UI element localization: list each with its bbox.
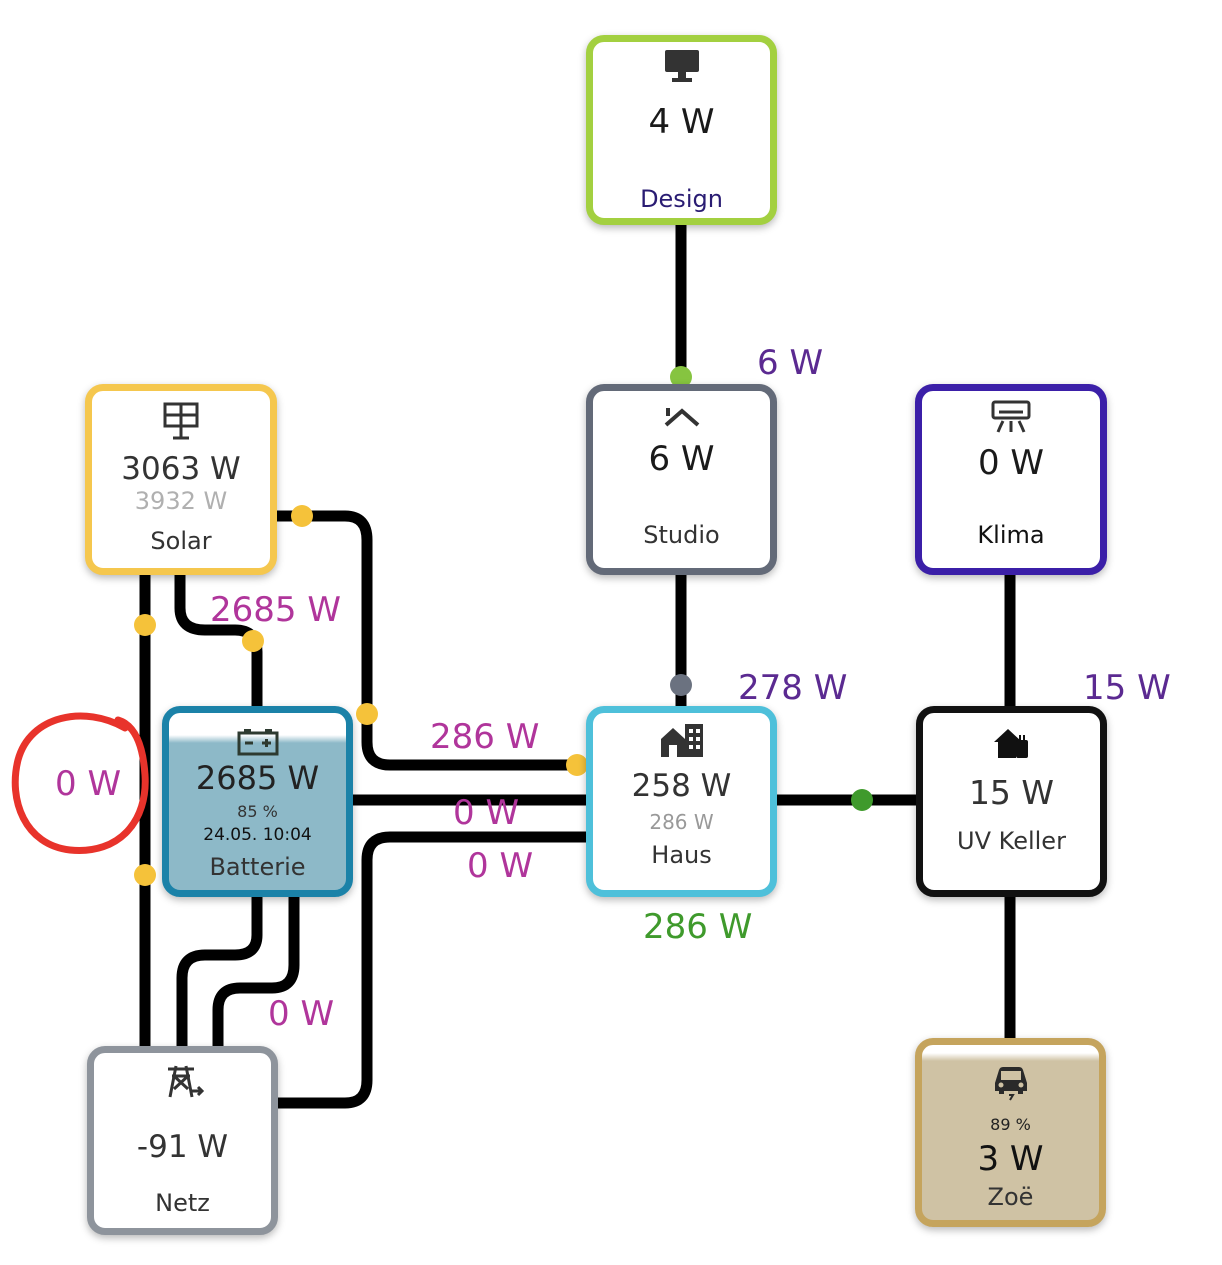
- node-solar[interactable]: 3063 W 3932 W Solar: [85, 384, 277, 575]
- haus-secondary: 286 W: [649, 810, 714, 834]
- line-solar-haus: [270, 510, 590, 771]
- house-plug-icon: [993, 729, 1028, 758]
- solar-secondary: 3932 W: [134, 487, 228, 515]
- flow-label-haus-in: 278 W: [738, 668, 848, 708]
- line-batterie-netz-2: [212, 895, 300, 1048]
- node-netz[interactable]: -91 W Netz: [87, 1046, 278, 1235]
- flow-dot-studio: [670, 674, 692, 696]
- line-netz-haus: [272, 831, 590, 1109]
- flow-dot-uvkeller: [851, 789, 873, 811]
- zoe-power: 3 W: [977, 1139, 1044, 1179]
- flow-label-solar-haus: 286 W: [430, 717, 540, 757]
- batterie-power: 2685 W: [195, 759, 320, 797]
- solar-panel-icon: [163, 402, 199, 440]
- flow-dot-solar-netz-1: [134, 614, 156, 636]
- uv-keller-power: 15 W: [968, 773, 1055, 812]
- node-design[interactable]: 4 W Design: [586, 35, 777, 225]
- flow-dot-solar-batterie: [242, 630, 264, 652]
- batterie-timestamp: 24.05. 10:04: [203, 825, 312, 845]
- roof-icon: [664, 408, 699, 427]
- flow-label-battery-haus: 0 W: [453, 793, 520, 833]
- line-batterie-netz-1: [176, 895, 263, 1048]
- node-uv-keller[interactable]: 15 W UV Keller: [916, 706, 1107, 897]
- haus-label: Haus: [651, 841, 712, 869]
- uv-keller-label: UV Keller: [957, 827, 1066, 855]
- node-batterie[interactable]: 2685 W 85 % 24.05. 10:04 Batterie: [162, 706, 353, 897]
- haus-power: 258 W: [631, 768, 732, 804]
- solar-label: Solar: [150, 527, 212, 555]
- flow-label-grid-haus: 0 W: [467, 846, 534, 886]
- flow-label-klima: 15 W: [1083, 668, 1171, 708]
- zoe-label: Zoë: [987, 1183, 1034, 1211]
- flow-dot-design: [670, 366, 692, 388]
- netz-power: -91 W: [136, 1129, 229, 1165]
- flow-label-solar-battery: 2685 W: [210, 590, 341, 630]
- design-label: Design: [640, 185, 723, 213]
- flow-dot-solar-haus-2: [356, 703, 378, 725]
- flow-dot-solar-haus-1: [291, 505, 313, 527]
- flow-dot-solar-netz-2: [134, 864, 156, 886]
- monitor-icon: [664, 50, 699, 82]
- flow-dot-solar-haus-3: [566, 754, 588, 776]
- flow-label-studio: 6 W: [757, 343, 824, 383]
- klima-label: Klima: [977, 521, 1045, 549]
- design-power: 4 W: [648, 102, 715, 142]
- klima-power: 0 W: [977, 443, 1045, 483]
- air-conditioner-icon: [991, 400, 1031, 433]
- car-electric-icon: [994, 1067, 1027, 1101]
- flow-label-haus-total: 286 W: [643, 907, 753, 947]
- studio-label: Studio: [643, 521, 720, 549]
- solar-power: 3063 W: [121, 451, 241, 487]
- battery-icon: [237, 729, 278, 756]
- node-haus[interactable]: 258 W 286 W Haus: [586, 706, 777, 897]
- house-city-icon: [660, 724, 703, 757]
- batterie-label: Batterie: [209, 853, 306, 881]
- transmission-tower-icon: [167, 1065, 204, 1098]
- batterie-percent: 85 %: [237, 802, 278, 821]
- zoe-percent: 89 %: [990, 1115, 1031, 1134]
- netz-label: Netz: [155, 1189, 210, 1217]
- flow-label-solar-grid: 0 W: [55, 764, 122, 804]
- flow-label-battery-grid: 0 W: [268, 994, 335, 1034]
- node-klima[interactable]: 0 W Klima: [915, 384, 1107, 575]
- node-zoe[interactable]: 89 % 3 W Zoë: [915, 1038, 1106, 1227]
- studio-power: 6 W: [648, 439, 715, 479]
- annotation-circle-left: [11, 712, 149, 854]
- node-studio[interactable]: 6 W Studio: [586, 384, 777, 575]
